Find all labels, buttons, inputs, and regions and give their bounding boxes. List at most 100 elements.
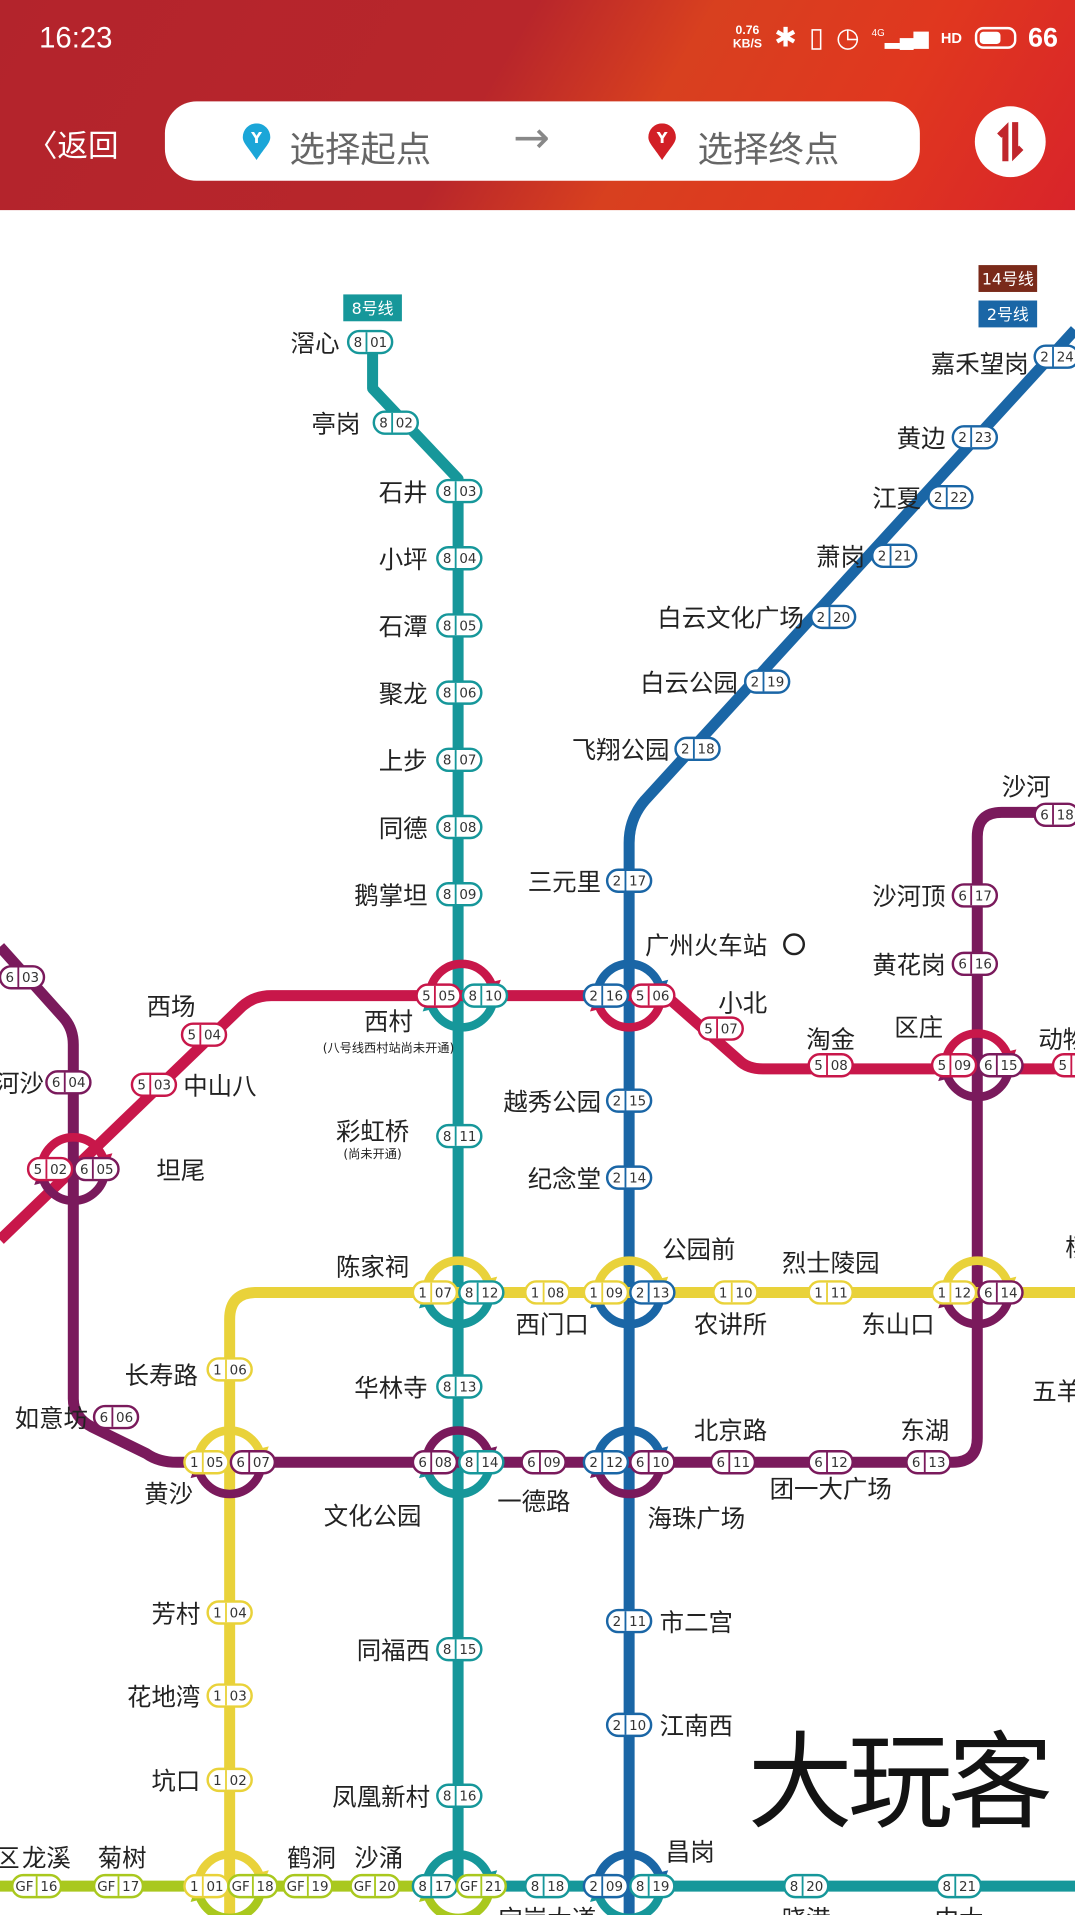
station-name[interactable]: 江南西 (660, 1712, 733, 1741)
station-name[interactable]: 公园前 (662, 1235, 735, 1264)
station-name[interactable]: 白云文化广场 (657, 604, 804, 633)
station-name[interactable]: 区庄 (894, 1013, 943, 1042)
station-name[interactable]: 黄花岗 (872, 951, 945, 980)
station-name[interactable]: 动物 (1038, 1025, 1075, 1054)
station-name[interactable]: 越秀公园 (503, 1087, 601, 1116)
end-station-input[interactable]: 选择终点 (697, 128, 840, 170)
station-name[interactable]: 中山八 (183, 1072, 256, 1101)
station-name[interactable]: 龙溪 (22, 1844, 71, 1873)
station-name[interactable]: 淘金 (806, 1025, 855, 1054)
station-name[interactable]: 三元里 (528, 868, 601, 897)
station-name[interactable]: 凤凰新村 (332, 1783, 430, 1812)
station-name[interactable]: 河沙 (0, 1069, 44, 1098)
station-name[interactable]: 萧岗 (816, 543, 865, 572)
station-name[interactable]: 嘉禾望岗 (931, 350, 1029, 379)
station-name[interactable]: 团一大广场 (770, 1475, 892, 1504)
station-name[interactable]: 五羊 (1032, 1377, 1075, 1406)
station-name[interactable]: 晓港 (782, 1905, 831, 1915)
station-name[interactable]: 鹅掌坦 (354, 881, 427, 910)
station-name[interactable]: 江夏 (872, 484, 921, 513)
station-name[interactable]: 黄边 (897, 424, 946, 453)
station-name[interactable]: 广州火车站 (645, 931, 767, 960)
station-name[interactable]: 文化公园 (324, 1502, 422, 1531)
station-name[interactable]: 陈家祠 (336, 1252, 409, 1281)
station-name[interactable]: 华林寺 (354, 1373, 427, 1402)
station-name[interactable]: 沙河 (1002, 772, 1051, 801)
station-name[interactable]: 坦尾 (156, 1156, 205, 1185)
station-name[interactable]: 区 (0, 1844, 20, 1873)
station-name[interactable]: 聚龙 (379, 679, 428, 708)
swap-button[interactable] (974, 106, 1046, 178)
station-name[interactable]: 东山口 (861, 1310, 934, 1339)
station-name[interactable]: 亭岗 (312, 409, 361, 438)
station-name[interactable]: 中大 (935, 1905, 984, 1915)
station-name[interactable]: 西门口 (516, 1310, 589, 1339)
station-name[interactable]: 花地湾 (127, 1682, 200, 1711)
station-name[interactable]: 杨 (1065, 1233, 1075, 1262)
station-name[interactable]: 昌岗 (666, 1837, 715, 1866)
station-name[interactable]: 一德路 (497, 1487, 570, 1516)
station-name[interactable]: 北京路 (694, 1416, 767, 1445)
station-name[interactable]: 同德 (379, 814, 428, 843)
back-button[interactable]: 〈返回 (27, 122, 119, 166)
station-name[interactable]: 纪念堂 (528, 1164, 601, 1193)
station-name[interactable]: 海珠广场 (647, 1504, 745, 1533)
station-name[interactable]: 滘心 (291, 329, 340, 358)
station-name[interactable]: 沙河顶 (872, 882, 945, 911)
station-code-badge[interactable]: 5 (1051, 1053, 1075, 1078)
station-name[interactable]: 坑口 (151, 1767, 200, 1796)
station-name[interactable]: 白云公园 (640, 668, 738, 697)
station-name[interactable]: 彩虹桥 (336, 1117, 409, 1146)
